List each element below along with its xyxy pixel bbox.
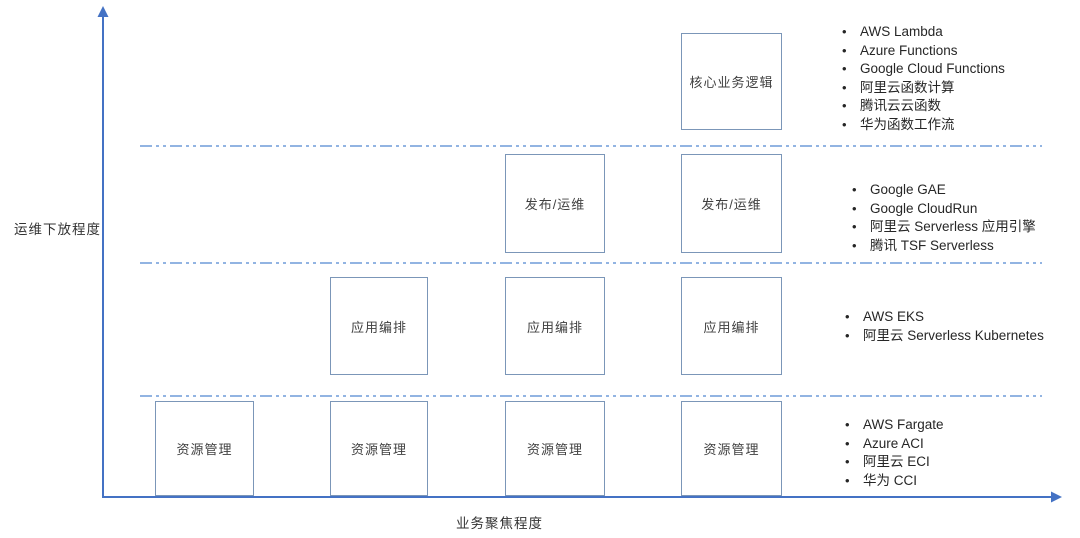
bullet-icon: • <box>852 237 857 253</box>
bullet-icon: • <box>845 454 850 469</box>
bullet-icon: • <box>842 116 847 132</box>
product-item: • AWS EKS <box>845 308 1044 327</box>
product-item: • Azure ACI <box>845 435 944 454</box>
layer-box-resource-management: 资源管理 <box>155 401 254 496</box>
layer-box-label: 应用编排 <box>703 319 760 335</box>
product-item: • 腾讯云云函数 <box>842 97 1005 116</box>
layer-box-resource-management: 资源管理 <box>505 401 605 496</box>
bullet-icon: • <box>852 182 857 197</box>
product-item-label: Azure ACI <box>863 435 924 451</box>
layer-box-label: 资源管理 <box>526 442 583 457</box>
product-item: • 腾讯 TSF Serverless <box>852 237 1036 256</box>
y-axis-label: 运维下放程度 <box>14 222 101 237</box>
bullet-icon: • <box>842 61 847 76</box>
bullet-icon: • <box>842 79 847 95</box>
product-item-label: 华为 CCI <box>863 472 917 488</box>
product-item-label: Google GAE <box>870 182 946 197</box>
product-item: • AWS Fargate <box>845 416 944 435</box>
layer-box-release-ops: 发布/运维 <box>505 154 605 253</box>
bullet-icon: • <box>845 327 850 343</box>
bullet-icon: • <box>842 24 847 39</box>
layer-box-label: 核心业务逻辑 <box>689 75 774 90</box>
layer-box-app-orchestration: 应用编排 <box>681 277 782 375</box>
bullet-icon: • <box>845 417 850 432</box>
product-item: • 华为 CCI <box>845 472 944 491</box>
product-item: • Google GAE <box>852 181 1036 200</box>
layer-box-resource-management: 资源管理 <box>330 401 428 496</box>
x-axis-label: 业务聚焦程度 <box>456 516 543 531</box>
layer-box-label: 发布/运维 <box>701 197 762 212</box>
y-axis-arrow-icon <box>97 6 109 17</box>
product-list-faas: • AWS Lambda • Azure Functions • Google Clo… <box>842 23 1005 134</box>
layer-box-label: 资源管理 <box>176 442 233 457</box>
product-item-label: Azure Functions <box>860 42 958 58</box>
product-item-label: AWS EKS <box>863 309 925 324</box>
layer-box-release-ops: 发布/运维 <box>681 154 782 253</box>
product-item-label: 华为函数工作流 <box>860 116 955 132</box>
product-item: • 阿里云 Serverless 应用引擎 <box>852 218 1036 237</box>
bullet-icon: • <box>845 309 850 324</box>
product-item-label: 阿里云 ECI <box>863 454 930 469</box>
layer-box-label: 发布/运维 <box>524 197 586 212</box>
product-item: • Google Cloud Functions <box>842 60 1005 79</box>
layer-box-label: 资源管理 <box>703 442 760 457</box>
product-item: • AWS Lambda <box>842 23 1005 42</box>
layer-box-resource-management: 资源管理 <box>681 401 782 496</box>
layer-box-core-business-logic: 核心业务逻辑 <box>681 33 782 130</box>
product-item: • 阿里云 Serverless Kubernetes <box>845 327 1044 346</box>
product-list-release-ops: • Google GAE • Google CloudRun • 阿里云 Server… <box>852 181 1036 255</box>
bullet-icon: • <box>852 200 857 216</box>
product-item: • 阿里云函数计算 <box>842 79 1005 98</box>
product-list-orchestration: • AWS EKS • 阿里云 Serverless Kubernetes <box>845 308 1044 345</box>
product-item-label: AWS Lambda <box>860 24 943 39</box>
layer-box-app-orchestration: 应用编排 <box>505 277 605 375</box>
bullet-icon: • <box>842 42 847 58</box>
layer-box-label: 应用编排 <box>350 319 407 335</box>
product-item-label: AWS Fargate <box>863 417 944 432</box>
product-item-label: Google CloudRun <box>870 200 978 216</box>
product-item: • Azure Functions <box>842 42 1005 61</box>
product-item-label: 阿里云 Serverless Kubernetes <box>863 327 1044 343</box>
product-list-resource: • AWS Fargate • Azure ACI • 阿里云 ECI • 华为 CCI <box>845 416 944 490</box>
layer-box-label: 应用编排 <box>526 319 583 335</box>
layer-box-app-orchestration: 应用编排 <box>330 277 428 375</box>
product-item: • 华为函数工作流 <box>842 116 1005 135</box>
bullet-icon: • <box>852 219 857 234</box>
product-item-label: 腾讯 TSF Serverless <box>870 237 994 253</box>
product-item: • 阿里云 ECI <box>845 453 944 472</box>
bullet-icon: • <box>845 472 850 488</box>
product-item-label: 腾讯云云函数 <box>860 98 941 113</box>
product-item-label: Google Cloud Functions <box>860 61 1005 76</box>
bullet-icon: • <box>842 98 847 113</box>
product-item-label: 阿里云 Serverless 应用引擎 <box>870 219 1036 234</box>
product-item-label: 阿里云函数计算 <box>860 79 955 95</box>
product-item: • Google CloudRun <box>852 200 1036 219</box>
bullet-icon: • <box>845 435 850 451</box>
layer-box-label: 资源管理 <box>350 442 407 457</box>
x-axis-arrow-icon <box>1051 491 1062 503</box>
